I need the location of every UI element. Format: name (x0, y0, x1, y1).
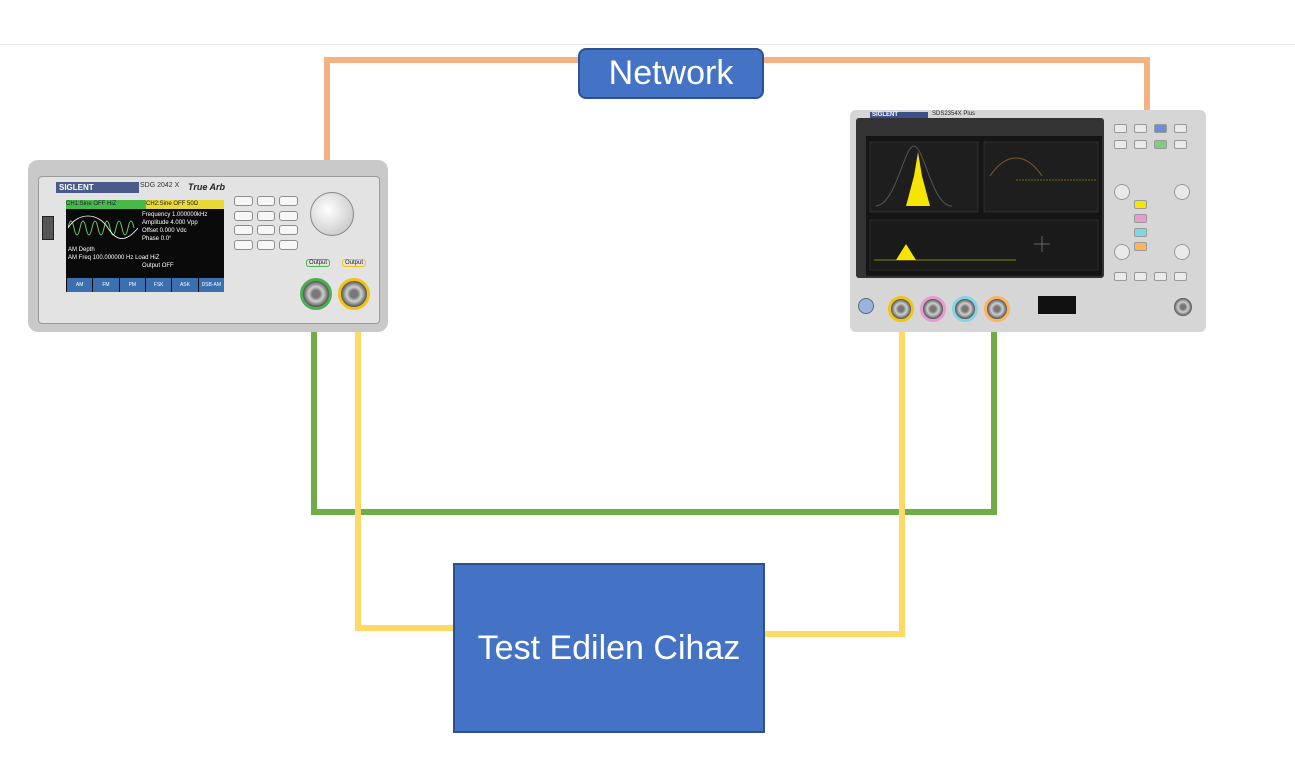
keypad-key[interactable] (279, 196, 298, 206)
scope-knob[interactable] (1114, 184, 1130, 200)
scope-ch3-input[interactable] (952, 296, 978, 322)
power-button[interactable] (858, 298, 874, 314)
dut-cable-to-scope (764, 305, 905, 637)
ch2-output-connector[interactable] (338, 278, 370, 310)
freq-value: 1.000000kHz (172, 212, 208, 218)
network-box: Network (578, 48, 764, 99)
scope-ch1-input[interactable] (888, 296, 914, 322)
scope-key[interactable] (1154, 124, 1167, 133)
scope-key[interactable] (1134, 124, 1147, 133)
scope-ch2-input[interactable] (920, 296, 946, 322)
generator-brand: SIGLENT (56, 182, 139, 193)
softkey-pm[interactable]: PM (118, 278, 145, 292)
keypad-key[interactable] (256, 225, 276, 235)
scope-key[interactable] (1114, 124, 1127, 133)
softkey-fm[interactable]: FM (92, 278, 119, 292)
keypad-key[interactable] (234, 239, 253, 250)
scope-key[interactable] (1174, 140, 1187, 149)
scope-brand: SIGLENT (870, 112, 928, 119)
load-value: HiZ (150, 255, 160, 261)
network-label: Network (608, 54, 734, 92)
freq-label: Frequency (142, 212, 171, 218)
keypad-key[interactable] (256, 196, 276, 206)
dut-label: Test Edilen Cihaz (477, 628, 741, 667)
offset-label: Offset (142, 228, 158, 234)
scope-key[interactable] (1154, 272, 1167, 281)
ch1-output-connector[interactable] (300, 278, 332, 310)
scope-model: SDS2354X Plus (932, 111, 976, 117)
generator-softkeys: AM FM PM FSK ASK DSB-AM (66, 278, 224, 292)
scope-key[interactable] (1134, 140, 1147, 149)
keypad-key[interactable] (256, 239, 276, 250)
ch4-key[interactable] (1134, 242, 1147, 251)
keypad-key[interactable] (256, 210, 276, 221)
scope-control-panel (1112, 122, 1200, 282)
keypad-key[interactable] (234, 225, 253, 235)
scope-key[interactable] (1134, 272, 1147, 281)
generator-model: SDG 2042 X (140, 182, 180, 189)
keypad-key[interactable] (279, 239, 298, 250)
keypad-key[interactable] (234, 210, 253, 221)
keypad-key[interactable] (279, 225, 298, 235)
function-generator: SIGLENT SDG 2042 X True Arb CH1:Sine OFF… (28, 160, 388, 332)
ch3-key[interactable] (1134, 228, 1147, 237)
generator-screen: CH1:Sine OFF HiZ CH2:Sine OFF 50Ω Freque… (66, 200, 224, 292)
scope-knob[interactable] (1174, 244, 1190, 260)
am-freq-label: AM Freq (68, 255, 92, 261)
scope-display-graphics (869, 141, 1099, 271)
scope-ch4-input[interactable] (984, 296, 1010, 322)
softkey-dsb-am[interactable]: DSB-AM (197, 278, 224, 292)
keypad-key[interactable] (234, 196, 253, 206)
scope-key[interactable] (1174, 272, 1187, 281)
scope-key[interactable] (1174, 124, 1187, 133)
scope-aux-connector[interactable] (1174, 298, 1192, 316)
top-divider-line (0, 44, 1295, 45)
scope-usb-port-icon (1038, 296, 1076, 314)
ch2-cable-generator-to-dut (355, 296, 455, 631)
scope-screen (866, 136, 1102, 276)
amp-value: 4.000 Vpp (170, 220, 198, 226)
scope-key[interactable] (1114, 272, 1127, 281)
phase-value: 0.0° (160, 236, 172, 242)
output-value: OFF (161, 263, 174, 269)
amp-label: Amplitude (142, 220, 169, 226)
scope-knob[interactable] (1114, 244, 1130, 260)
generator-params: Frequency 1.000000kHz Amplitude 4.000 Vp… (142, 211, 207, 243)
ch2-key[interactable] (1134, 214, 1147, 223)
am-depth-label: AM Depth (68, 247, 95, 253)
port2-label: Output (342, 259, 367, 267)
generator-keypad (234, 196, 298, 250)
port1-label: Output (306, 259, 331, 267)
generator-knob[interactable] (310, 192, 354, 236)
generator-true-arb: True Arb (188, 182, 226, 192)
am-freq-value: 100.000000 Hz (92, 255, 134, 261)
scope-key[interactable] (1154, 140, 1167, 149)
ch2-status: CH2:Sine OFF 50Ω (146, 200, 224, 209)
load-label: Load (135, 255, 149, 261)
ch1-cable-green (311, 300, 997, 515)
output-label: Output (142, 263, 161, 269)
softkey-ask[interactable]: ASK (171, 278, 198, 292)
device-under-test-box: Test Edilen Cihaz (453, 563, 765, 733)
oscilloscope: SIGLENT SDS2354X Plus (850, 110, 1206, 332)
offset-value: 0.000 Vdc (159, 228, 187, 234)
am-waveform-icon (68, 215, 138, 239)
scope-screen-frame (856, 118, 1104, 278)
usb-port-icon (42, 216, 54, 240)
softkey-am[interactable]: AM (66, 278, 93, 292)
scope-key[interactable] (1114, 140, 1127, 149)
ch1-key[interactable] (1134, 200, 1147, 209)
keypad-key[interactable] (279, 210, 298, 221)
phase-label: Phase (142, 236, 160, 242)
ch1-status: CH1:Sine OFF HiZ (66, 200, 146, 209)
softkey-fsk[interactable]: FSK (144, 278, 172, 292)
scope-knob[interactable] (1174, 184, 1190, 200)
generator-mod-params: AM Depth AM Freq 100.000000 Hz Load HiZ … (66, 246, 174, 270)
